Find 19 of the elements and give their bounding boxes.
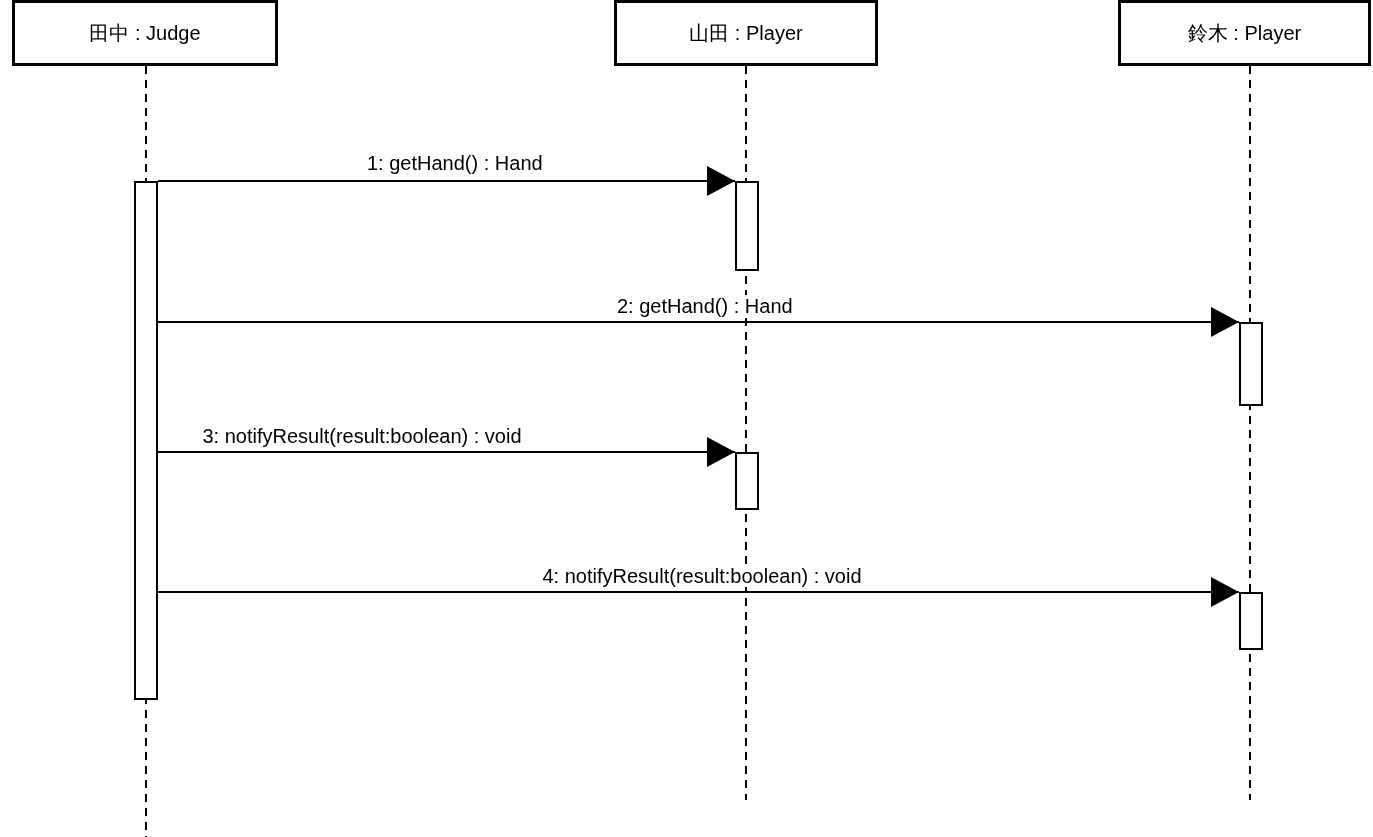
lifeline-head-box [1118, 0, 1371, 66]
activation-bar [735, 452, 759, 510]
edge-label: 3: notifyResult(result:boolean) : void [200, 425, 524, 447]
message-arrow [157, 307, 1240, 337]
lifeline-head-box [614, 0, 878, 66]
edge-label: 1: getHand() : Hand [365, 152, 545, 174]
edge-label: 2: getHand() : Hand [615, 295, 795, 317]
message-arrow [157, 577, 1240, 607]
lifeline-head-box [12, 0, 278, 66]
activation-bar [735, 181, 759, 271]
activation-bar [1239, 322, 1263, 406]
message-arrow [157, 166, 736, 196]
activation-bar [134, 181, 158, 700]
object-name: 田中 : Judge [89, 20, 201, 46]
message-arrow [157, 437, 736, 467]
activation-bar [1239, 592, 1263, 650]
object-name: 鈴木 : Player [1187, 20, 1302, 46]
object-name: 山田 : Player [689, 20, 803, 46]
edge-label: 4: notifyResult(result:boolean) : void [540, 565, 864, 587]
